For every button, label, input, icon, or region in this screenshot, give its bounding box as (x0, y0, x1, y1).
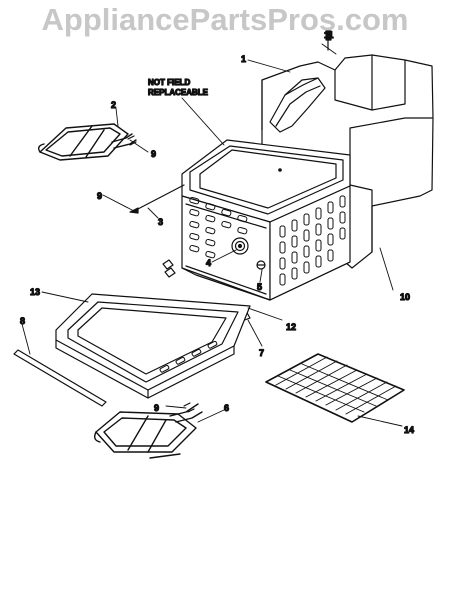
callout-4: 4 (206, 258, 211, 268)
callout-6: 6 (224, 403, 229, 413)
part-9-screws-upper (127, 135, 137, 146)
part-6-bake-element (93, 403, 203, 459)
callout-13: 13 (30, 287, 40, 297)
callout-9-lower: 9 (154, 403, 159, 413)
part-3-bolt (129, 184, 185, 214)
callout-14: 14 (404, 425, 414, 435)
callout-9-upper: 9 (151, 149, 156, 159)
callout-1: 1 (241, 54, 246, 64)
part-13-oven-bottom (55, 293, 251, 399)
callout-7: 7 (259, 348, 264, 358)
note-line2: REPLACEABLE (148, 88, 209, 97)
part-4-fan-assembly (231, 237, 249, 255)
watermark-logo: AppliancePartsPros.com (41, 2, 409, 37)
callout-10: 10 (400, 292, 410, 302)
callout-5: 5 (257, 282, 262, 292)
part-1-vent-duct (269, 77, 326, 133)
part-14-oven-rack (265, 353, 405, 423)
part-2-broil-element (37, 123, 137, 161)
leader-lines (21, 43, 403, 427)
callout-11: 11 (324, 30, 334, 40)
callout-3: 3 (158, 217, 163, 227)
fastener-clip (162, 259, 176, 278)
callout-9-mid: 9 (97, 191, 102, 201)
part-9-screws-lower (183, 402, 195, 413)
callout-12: 12 (286, 322, 296, 332)
part-5-light-socket (256, 260, 266, 270)
note-line1: NOT FIELD (148, 78, 190, 87)
callout-8: 8 (20, 316, 25, 326)
callout-2: 2 (111, 100, 116, 110)
oven-cavity (181, 139, 351, 301)
part-8-trim-strip (13, 349, 107, 407)
